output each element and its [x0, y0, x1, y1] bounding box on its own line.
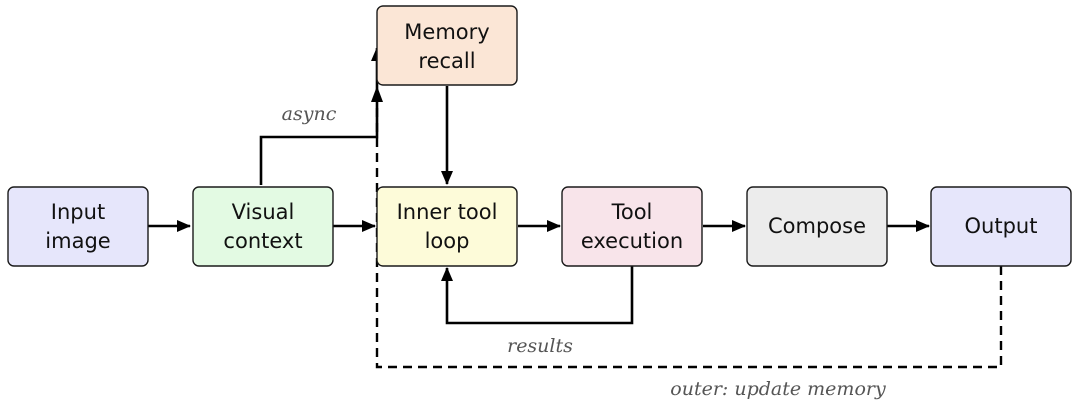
node-output-box: [930, 186, 1072, 267]
node-tool-execution: Tool execution: [561, 186, 703, 267]
node-input-line2: image: [45, 229, 110, 253]
node-input-image: Input image: [7, 186, 149, 267]
node-compose-box: [746, 186, 888, 267]
node-tool-line2: execution: [581, 229, 683, 253]
node-input-box: [7, 186, 149, 267]
node-memory-recall: Memory recall: [376, 5, 518, 86]
node-memory-line2: recall: [418, 49, 475, 73]
node-input-line1: Input: [51, 200, 105, 224]
edge-tool-to-inner-results: [441, 266, 634, 325]
edge-label-async: async: [282, 103, 337, 125]
node-visual-line2: context: [223, 229, 302, 253]
edge-output-to-memory-outer: [375, 88, 1003, 369]
node-inner-tool-loop: Inner tool loop: [376, 186, 518, 267]
node-compose-label: Compose: [768, 214, 866, 238]
node-output-label: Output: [965, 214, 1038, 238]
node-inner-line1: Inner tool: [397, 200, 498, 224]
edge-label-outer-update-memory: outer: update memory: [670, 378, 886, 400]
node-tool-line1: Tool: [611, 200, 653, 224]
node-inner-box: [376, 186, 518, 267]
node-inner-line2: loop: [425, 229, 470, 253]
node-compose: Compose: [746, 186, 888, 267]
node-visual-context: Visual context: [192, 186, 334, 267]
node-memory-line1: Memory: [404, 20, 489, 44]
node-memory-box: [376, 5, 518, 86]
edge-outer-arrowhead: [371, 86, 383, 102]
edge-label-results: results: [507, 335, 573, 357]
node-visual-line1: Visual: [232, 200, 295, 224]
node-output: Output: [930, 186, 1072, 267]
node-tool-box: [561, 186, 703, 267]
node-visual-box: [192, 186, 334, 267]
